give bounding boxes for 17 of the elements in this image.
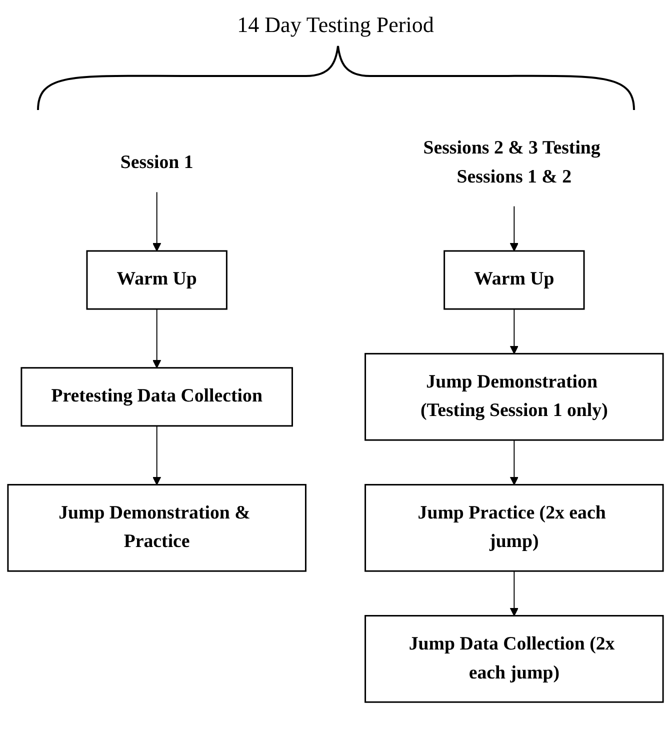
node-text: Sessions 2 & 3 Testing Sessions 1 & 2 bbox=[423, 138, 600, 187]
node-box: Warm Up bbox=[444, 250, 585, 310]
node-box: Warm Up bbox=[86, 250, 228, 310]
arrow bbox=[510, 570, 519, 616]
node-box: Jump Demonstration & Practice bbox=[7, 484, 306, 572]
arrow bbox=[152, 192, 162, 252]
node-box: Pretesting Data Collection bbox=[20, 367, 293, 427]
arrow bbox=[152, 425, 162, 486]
arrow bbox=[152, 308, 162, 368]
arrow bbox=[510, 308, 519, 354]
arrow bbox=[510, 206, 519, 252]
node-box: Jump Practice (2x each jump) bbox=[364, 484, 664, 572]
diagram-title: 14 Day Testing Period bbox=[237, 12, 434, 38]
arrow bbox=[510, 440, 519, 486]
node-box: Jump Data Collection (2x each jump) bbox=[364, 615, 664, 703]
node-text: Session 1 bbox=[120, 152, 194, 173]
node-box: Jump Demonstration (Testing Session 1 only) bbox=[364, 352, 664, 441]
